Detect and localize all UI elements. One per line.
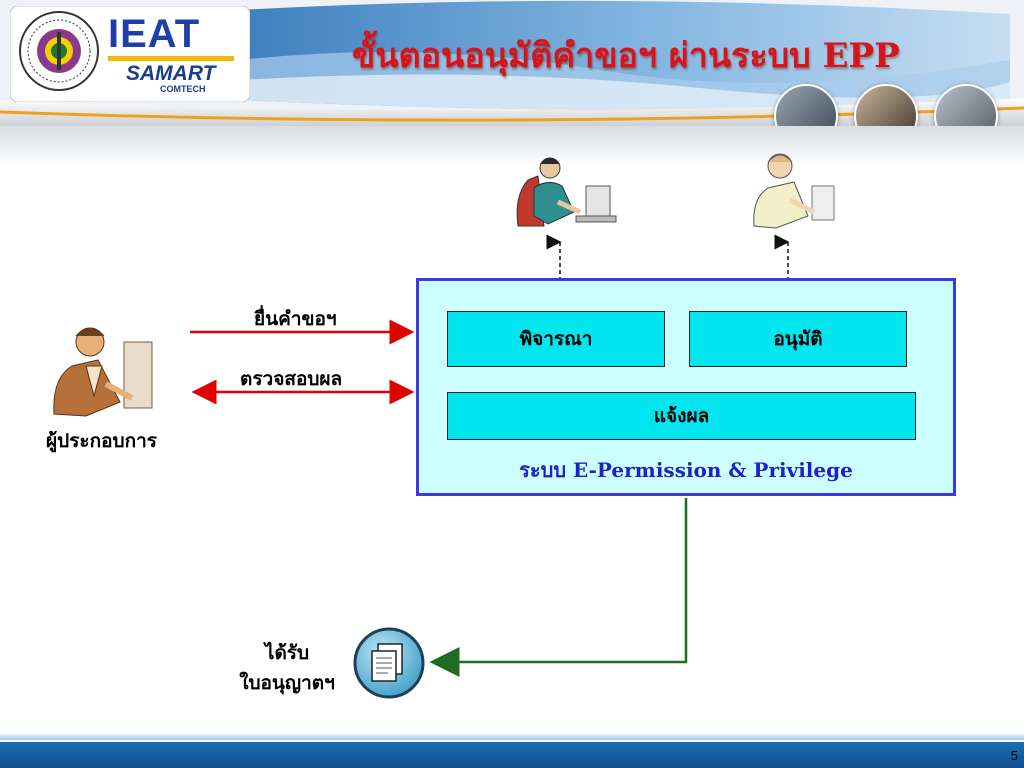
footer-bar — [0, 742, 1024, 768]
applicant-label: ผู้ประกอบการ — [46, 430, 157, 452]
page-number: 5 — [1010, 748, 1018, 763]
ieat-logo-bar — [108, 56, 234, 61]
header: IEAT SAMART COMTECH ขั้นตอนอนุมัติคำขอฯ … — [0, 0, 1024, 128]
system-label: ระบบ E-Permission & Privilege — [519, 458, 853, 482]
officer-approve-icon — [753, 153, 835, 229]
license-arrow — [429, 498, 688, 677]
applicant-icon — [53, 327, 153, 417]
photo-phone-icon — [934, 84, 998, 128]
officer-consider-icon — [516, 157, 617, 227]
notify-step-box: แจ้งผล — [447, 392, 916, 440]
header-background — [0, 0, 1024, 128]
receive-label-line1: ได้รับ — [264, 642, 310, 664]
ieat-logo-text: IEAT — [108, 12, 201, 56]
content-top-shade — [0, 126, 1024, 166]
page-title: ขั้นตอนอนุมัติคำขอฯ ผ่านระบบ EPP — [352, 36, 900, 76]
submit-label: ยื่นคำขอฯ — [254, 308, 337, 330]
comtech-logo-text: COMTECH — [160, 84, 206, 94]
samart-logo-text: SAMART — [126, 62, 216, 85]
license-document-icon — [353, 627, 425, 699]
receive-label-line2: ใบอนุญาตฯ — [239, 672, 335, 694]
approve-step-box: อนุมัติ — [689, 311, 907, 367]
check-label: ตรวจสอบผล — [240, 368, 343, 390]
consider-step-box: พิจารณา — [447, 311, 665, 367]
ieat-emblem-icon — [19, 11, 99, 91]
footer-divider — [0, 734, 1024, 740]
